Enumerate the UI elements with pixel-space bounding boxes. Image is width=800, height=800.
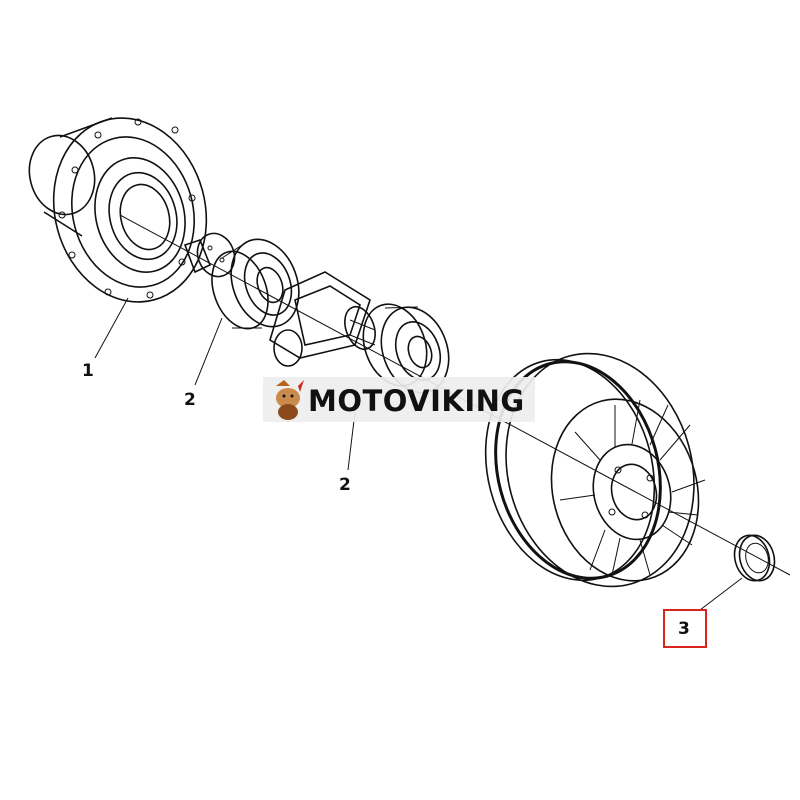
brake-drum — [484, 352, 706, 588]
leader-lines — [94, 297, 743, 611]
callout-label-2-left: 2 — [184, 390, 196, 410]
hub-housing — [28, 117, 208, 303]
roller-bearing-left — [183, 232, 300, 330]
viking-mascot-icon — [276, 380, 304, 420]
callout-highlight-box — [663, 609, 707, 648]
differential-shaft — [269, 271, 376, 367]
callout-label-1: 1 — [82, 361, 94, 381]
seal-ring — [733, 534, 776, 582]
watermark-banner: MOTOVIKING — [263, 377, 535, 422]
callout-label-2-right: 2 — [339, 475, 351, 495]
watermark-brand-text: MOTOVIKING — [308, 384, 525, 418]
callout-label-3: 3 — [678, 619, 690, 639]
